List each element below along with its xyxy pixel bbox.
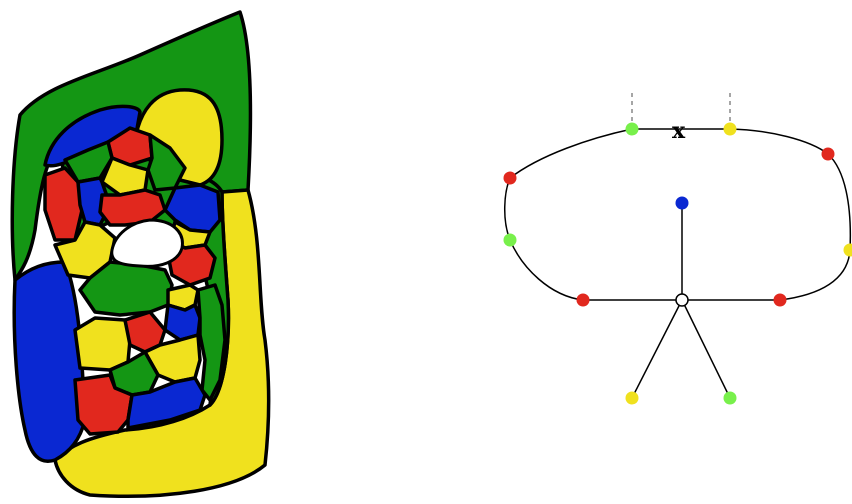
- spoke-vertex: [723, 391, 737, 405]
- cycle-vertex: [576, 293, 590, 307]
- spoke-edge: [681, 299, 731, 399]
- map-region: [143, 333, 202, 384]
- dual-graph: x: [503, 93, 852, 405]
- spoke-edge: [631, 299, 683, 399]
- cycle-vertex: [821, 147, 835, 161]
- map-region: [196, 283, 227, 402]
- map-region: [98, 188, 167, 227]
- center-vertex: [675, 293, 689, 307]
- cycle-vertex: [625, 122, 639, 136]
- colored-map: [10, 10, 271, 498]
- map-region: [53, 220, 117, 280]
- cycle-edge: [503, 128, 852, 301]
- edge-label: x: [672, 118, 686, 144]
- cycle-vertex: [503, 171, 517, 185]
- map-region: [78, 260, 174, 317]
- cycle-vertex: [723, 122, 737, 136]
- cycle-vertex: [773, 293, 787, 307]
- spoke-vertex: [625, 391, 639, 405]
- map-region: [126, 376, 207, 430]
- map-region: [73, 316, 132, 372]
- map-region: [12, 260, 87, 463]
- cycle-vertex: [843, 243, 852, 257]
- cycle-vertex: [503, 233, 517, 247]
- map-region: [43, 166, 84, 242]
- map-region: [146, 133, 187, 192]
- map-hole: [110, 218, 184, 268]
- spoke-vertex: [675, 196, 689, 210]
